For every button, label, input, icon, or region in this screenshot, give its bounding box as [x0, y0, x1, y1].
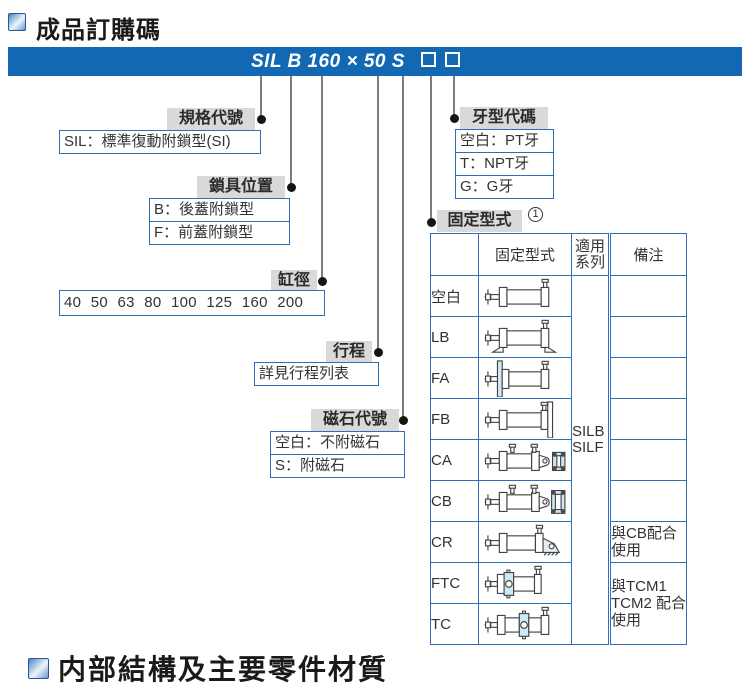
callout-box-magnet: 空白：不附磁石 S：附磁石: [270, 431, 405, 478]
order-code-text: SIL B 160 × 50 S: [251, 51, 405, 72]
internal-structure-title: 内部結構及主要零件材質: [58, 654, 389, 685]
table-row: TC: [430, 603, 609, 645]
magnet-item: S：附磁石: [271, 454, 404, 477]
header-type-cell: 固定型式: [478, 233, 572, 276]
remark-table: 備注 與CB配合使用 與TCM1 TCM2 配合使用: [610, 233, 687, 645]
remark-cell-cr: 與CB配合使用: [610, 521, 687, 563]
table-row: LB: [430, 316, 609, 358]
callout-box-lock-position: B：後蓋附鎖型 F：前蓋附鎖型: [149, 198, 290, 245]
table-row: CB: [430, 480, 609, 522]
mounting-table: 固定型式 適用系列 空白 SILB SILF LB: [430, 233, 609, 645]
stroke-item: 詳見行程列表: [259, 365, 350, 382]
cylinder-center-trunnion-icon: [478, 603, 572, 645]
placeholder-square-icon: [445, 52, 460, 67]
connector-dot-icon: [374, 348, 383, 357]
callout-label-bore: 缸徑: [271, 270, 317, 292]
series-value: SILB: [572, 423, 605, 441]
mount-code: LB: [430, 316, 479, 358]
placeholder-square-icon: [421, 52, 436, 67]
leader-line: [453, 76, 455, 118]
cylinder-rear-hinge-icon: [478, 521, 572, 563]
connector-dot-icon: [287, 183, 296, 192]
callout-label-spec: 規格代號: [167, 108, 255, 130]
order-code-banner: SIL B 160 × 50 S: [8, 47, 742, 76]
callout-label-mounting: 固定型式: [437, 210, 522, 232]
remark-cell-ftc-tc: 與TCM1 TCM2 配合使用: [610, 562, 687, 645]
leader-line: [402, 76, 404, 420]
series-cell: SILB SILF: [571, 275, 609, 645]
magnet-item: 空白：不附磁石: [275, 434, 381, 451]
mount-code: CB: [430, 480, 479, 522]
remark-cell: [610, 439, 687, 481]
remark-cell: [610, 275, 687, 317]
callout-label-lock-position: 鎖具位置: [197, 176, 285, 198]
spec-item: SIL：標準復動附鎖型(SI): [64, 133, 231, 150]
mount-code: CA: [430, 439, 479, 481]
callout-label-stroke: 行程: [326, 341, 372, 363]
callout-box-thread: 空白：PT牙 T：NPT牙 G：G牙: [455, 129, 554, 199]
cylinder-rear-clevis-with-wide-bracket-icon: [478, 480, 572, 522]
mount-code: FA: [430, 357, 479, 399]
cylinder-front-trunnion-icon: [478, 562, 572, 604]
connector-dot-icon: [257, 115, 266, 124]
leader-line: [260, 76, 262, 120]
callout-box-stroke: 詳見行程列表: [254, 362, 379, 386]
table-row: FA: [430, 357, 609, 399]
mounting-table-header-row: 固定型式 適用系列: [430, 233, 609, 276]
table-row: CR: [430, 521, 609, 563]
lock-position-item: F：前蓋附鎖型: [150, 221, 289, 244]
section-bullet-icon: [8, 13, 26, 31]
callout-box-spec: SIL：標準復動附鎖型(SI): [59, 130, 261, 154]
thread-item: T：NPT牙: [456, 152, 553, 175]
mount-code: CR: [430, 521, 479, 563]
thread-item: G：G牙: [456, 175, 553, 198]
thread-item: 空白：PT牙: [460, 132, 540, 149]
leader-line: [377, 76, 379, 352]
cylinder-rear-clevis-with-bracket-icon: [478, 439, 572, 481]
cylinder-basic-icon: [478, 275, 572, 317]
mount-code: FTC: [430, 562, 479, 604]
lock-position-item: B：後蓋附鎖型: [154, 201, 255, 218]
series-value: SILF: [572, 439, 604, 456]
header-remark-cell: 備注: [610, 233, 687, 276]
leader-line: [321, 76, 323, 281]
remark-cell: [610, 316, 687, 358]
leader-line: [430, 76, 432, 222]
connector-dot-icon: [399, 416, 408, 425]
connector-dot-icon: [450, 114, 459, 123]
callout-label-thread: 牙型代碼: [460, 107, 548, 129]
connector-dot-icon: [427, 218, 436, 227]
bore-sizes: 40 50 63 80 100 125 160 200: [64, 294, 304, 311]
cylinder-front-flange-icon: [478, 357, 572, 399]
circled-one-badge: 1: [528, 207, 543, 222]
cylinder-rear-flange-icon: [478, 398, 572, 440]
callout-label-magnet: 磁石代號: [311, 409, 399, 431]
table-row: CA: [430, 439, 609, 481]
remark-cell: [610, 357, 687, 399]
table-row: FB: [430, 398, 609, 440]
page-title: 成品訂購碼: [36, 17, 161, 44]
leader-line: [290, 76, 292, 187]
connector-dot-icon: [318, 277, 327, 286]
callout-box-bore: 40 50 63 80 100 125 160 200: [59, 290, 325, 316]
header-blank-cell: [430, 233, 479, 276]
mount-code: FB: [430, 398, 479, 440]
remark-cell: [610, 398, 687, 440]
mount-code: TC: [430, 603, 479, 645]
header-series-cell: 適用系列: [571, 233, 609, 276]
remark-cell: [610, 480, 687, 522]
cylinder-foot-mount-icon: [478, 316, 572, 358]
section-bullet-icon: [28, 658, 49, 679]
mount-code: 空白: [430, 275, 479, 317]
table-row: 空白 SILB SILF: [430, 275, 609, 645]
